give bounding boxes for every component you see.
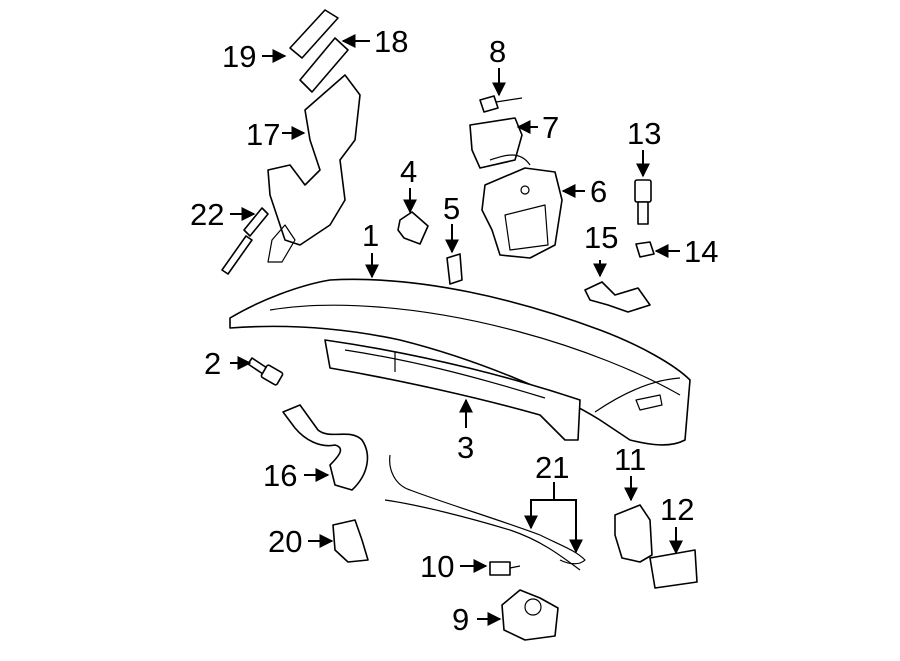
hinge-16-part: [282, 404, 369, 491]
callout-labels: 1 2 3 4 5 6 7 8 9 10 11 12 13 14 15 16 1…: [190, 24, 718, 637]
screw-8-part: [479, 95, 523, 113]
callout-19: 19: [222, 39, 256, 74]
callout-13: 13: [627, 116, 661, 151]
callout-20: 20: [268, 524, 302, 559]
bracket-20-part: [332, 519, 369, 563]
bolt-part: [247, 357, 284, 386]
callout-14: 14: [684, 234, 718, 269]
callout-1: 1: [362, 218, 379, 253]
clip-4-part: [397, 211, 429, 245]
callout-18: 18: [374, 24, 408, 59]
callout-leaders: [230, 34, 683, 626]
bracket-19-part: [289, 9, 339, 59]
switch-10-part: [489, 561, 521, 576]
nut-14-part: [635, 241, 655, 258]
stud-13-part: [634, 179, 652, 225]
actuator-7-part: [469, 117, 531, 169]
callout-9: 9: [452, 602, 469, 637]
torsion-rods-21-part: [384, 454, 586, 571]
plate-12-part: [649, 549, 698, 589]
bumper-5-part: [446, 253, 463, 285]
callout-12: 12: [660, 492, 694, 527]
callout-7: 7: [542, 110, 559, 145]
callout-17: 17: [246, 117, 280, 152]
hinge-arm-17-part: [267, 74, 361, 263]
callout-8: 8: [489, 34, 506, 69]
callout-3: 3: [457, 430, 474, 465]
gas-strut-22-part: [221, 207, 269, 275]
latch-6-part: [481, 167, 563, 259]
bracket-11-part: [614, 504, 653, 563]
callout-22: 22: [190, 197, 224, 232]
striker-15-part: [584, 281, 651, 313]
cover-18-part: [299, 37, 349, 93]
bracket-9-part: [501, 589, 559, 641]
callout-21: 21: [535, 450, 569, 485]
trunk-lid-inner-panel-part: [324, 339, 581, 441]
callout-6: 6: [590, 174, 607, 209]
callout-16: 16: [263, 458, 297, 493]
callout-5: 5: [443, 191, 460, 226]
callout-2: 2: [204, 346, 221, 381]
callout-15: 15: [584, 220, 618, 255]
callout-11: 11: [614, 442, 646, 477]
callout-10: 10: [420, 549, 454, 584]
callout-4: 4: [400, 154, 417, 189]
